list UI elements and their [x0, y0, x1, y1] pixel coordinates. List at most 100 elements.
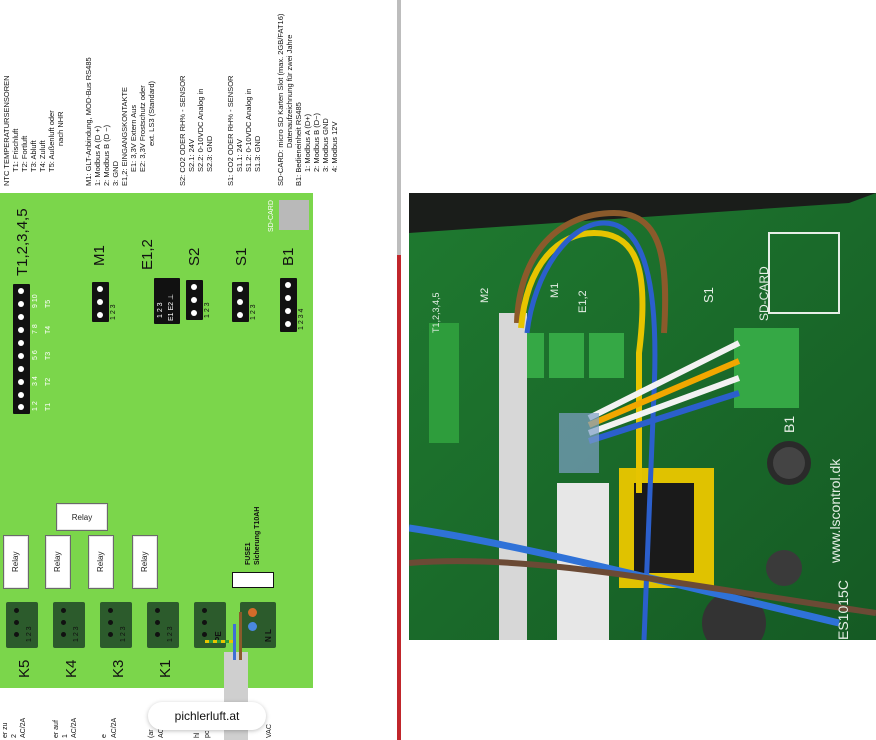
photo-label: ES1015C — [835, 580, 851, 640]
label-k3: K3 — [110, 659, 127, 678]
pcb-photo-drawing — [409, 193, 876, 640]
label-s2: S2 — [186, 247, 203, 266]
note-line: Datenaufzeichnung für zwei Jahre — [285, 34, 294, 148]
note-line: S2: CO2 ODER RH% - SENSOR — [178, 75, 187, 186]
fuse-box — [232, 572, 274, 588]
note-line: E1: 3,3V Extern Aus — [129, 104, 138, 172]
k-pin-numbers: 1 2 3 — [167, 626, 174, 642]
label-m1: M1 — [91, 245, 108, 266]
t-pin-numbers: 7 8 — [32, 324, 39, 334]
relay-label: Relay — [71, 512, 93, 522]
relay-top: Relay — [56, 503, 108, 531]
photo-label: M1 — [549, 282, 561, 298]
photo-label: T1,2,3,4,5 — [431, 292, 441, 333]
s1-pin-numbers: 1 2 3 — [250, 304, 257, 320]
notes-text: NTC TEMPERATURSENSOREN T1: Frischluft T2… — [2, 6, 65, 186]
note-line: 2: Modbus B (D−) — [312, 113, 321, 172]
e12-input-names: E1 E2 ⊥ — [168, 293, 175, 321]
wire-brown — [239, 612, 242, 660]
relay: Relay — [45, 535, 71, 589]
note-line: SD-CARD: micro SD Karten Slot (max. 2GB/… — [276, 13, 285, 186]
label-k4: K4 — [63, 659, 80, 678]
t-sensor-name: T2 — [45, 377, 52, 386]
note-line: S2.2: 0-10VDC Analog in — [196, 88, 205, 172]
e12-connector: 1 2 3 E1 E2 ⊥ — [154, 278, 180, 324]
notes-text: M1: GLT-Anbindung, MOD-Bus RS485 1: Modb… — [84, 6, 156, 186]
note-line: 2: Modbus B (D −) — [102, 124, 111, 186]
photo-label: SD-CARD — [757, 266, 771, 321]
m1-connector — [92, 282, 109, 322]
relay: Relay — [132, 535, 158, 589]
bottom-fragment: AC/2A — [71, 717, 78, 738]
b1-connector — [280, 278, 297, 332]
label-e12: E1,2 — [139, 239, 156, 270]
fuse-label: FUSE1 — [245, 542, 252, 565]
k4-terminal: 1 2 3 — [53, 602, 85, 648]
note-line: S1.1: 24V — [235, 139, 244, 172]
label-k5: K5 — [16, 659, 33, 678]
photo-label: M2 — [479, 287, 491, 303]
k-pin-numbers: 1 2 3 — [120, 626, 127, 642]
k1-terminal: 1 2 3 — [147, 602, 179, 648]
note-line: T2: Fortluft — [20, 135, 29, 172]
split-divider-top[interactable] — [397, 0, 401, 255]
url-pill[interactable]: pichlerluft.at — [148, 702, 266, 730]
k-pin-numbers: 1 2 3 — [73, 626, 80, 642]
t-sensor-number-strip: 1 2 3 4 5 6 7 8 9 10 T1 T2 T3 T4 T5 — [30, 284, 58, 414]
wire-blue — [233, 624, 236, 660]
note-line: ext. LS3 (Standard) — [147, 80, 156, 146]
split-divider-bottom[interactable] — [397, 255, 401, 740]
bottom-fragment: VAC — [266, 724, 273, 738]
pcb-photo: M1 M2 E1,2 S1 SD-CARD B1 www.lscontrol.d… — [409, 193, 876, 640]
note-line: E2: 3,3V Frostschutz oder — [138, 85, 147, 172]
note-line: T4: Zuluft — [38, 140, 47, 172]
bottom-fragment: er auf — [53, 720, 60, 738]
notes-text: S1: CO2 ODER RH% - SENSOR S1.1: 24V S1.2… — [226, 6, 262, 186]
note-line: 1: Modbus A (D +) — [93, 125, 102, 186]
fuse-sublabel: Sicherung T10AH — [254, 506, 261, 565]
relay: Relay — [3, 535, 29, 589]
note-line: S2.1: 24V — [187, 139, 196, 172]
label-k1: K1 — [157, 659, 174, 678]
bottom-fragment: 1 — [62, 734, 69, 738]
s2-pin-numbers: 1 2 3 — [204, 302, 211, 318]
s1-connector — [232, 282, 249, 322]
m1-pin-numbers: 1 2 3 — [110, 304, 117, 320]
note-line: S1: CO2 ODER RH% - SENSOR — [226, 75, 235, 186]
note-line: 3: GND — [111, 160, 120, 186]
label-t-sensors: T1,2,3,4,5 — [14, 208, 31, 276]
bottom-fragment: AC/2A — [20, 717, 27, 738]
notes-text: SD-CARD: micro SD Karten Slot (max. 2GB/… — [276, 1, 339, 186]
note-line: S1.3: GND — [253, 135, 262, 172]
notes-panel: NTC TEMPERATURSENSOREN T1: Frischluft T2… — [0, 0, 395, 190]
nl-terminal: N L — [240, 602, 276, 648]
k5-terminal: 1 2 3 — [6, 602, 38, 648]
notes-text: S2: CO2 ODER RH% - SENSOR S2.1: 24V S2.2… — [178, 6, 214, 186]
note-line: S1.2: 0-10VDC Analog in — [244, 88, 253, 172]
e12-pin-numbers: 1 2 3 — [157, 302, 164, 318]
k-pin-numbers: 1 2 3 — [26, 626, 33, 642]
sd-card-label: SD-CARD — [268, 200, 275, 232]
relay: Relay — [88, 535, 114, 589]
t-sensor-name: T4 — [45, 325, 52, 334]
bottom-fragment: hl — [194, 732, 201, 738]
bottom-fragment: pc — [204, 730, 211, 738]
t-sensor-name: T5 — [45, 299, 52, 308]
note-line: T3: Abluft — [29, 140, 38, 172]
relay-label: Relay — [53, 551, 62, 572]
note-line: T1: Frischluft — [11, 128, 20, 172]
t-sensor-name: T1 — [45, 402, 52, 411]
bottom-fragment: (ar — [148, 729, 155, 738]
bottom-fragment: e — [101, 734, 108, 738]
note-line: B1: Bedieneinheit RS485 — [294, 102, 303, 186]
nl-label: N L — [264, 629, 273, 642]
note-line: T5: Außenluft oder — [47, 110, 56, 172]
bottom-fragment: er zu — [2, 722, 9, 738]
bottom-fragment: 2 — [11, 734, 18, 738]
note-line: S2.3: GND — [205, 135, 214, 172]
note-line: E1,2: EINGANGSKONTAKTE — [120, 86, 129, 186]
wire-yellow-green — [205, 640, 233, 643]
note-line: 3: Modbus GND — [321, 118, 330, 172]
t-pin-numbers: 3 4 — [32, 376, 39, 386]
note-line: 1: Modbus A (D+) — [303, 113, 312, 172]
